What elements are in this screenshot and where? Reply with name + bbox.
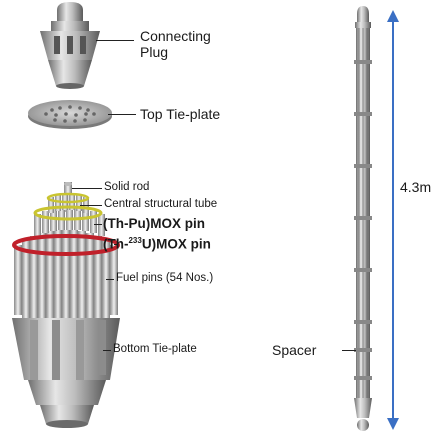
leader-fuel-pins — [106, 279, 114, 280]
leader-top-tie-plate — [108, 114, 136, 115]
thpu-mox-pin-label: (Th-Pu)MOX pin — [103, 216, 205, 231]
thu233-suffix: U)MOX pin — [141, 236, 211, 252]
leader-central-tube — [80, 205, 102, 206]
leader-bottom-tie-plate — [103, 350, 111, 351]
leader-spacer — [342, 350, 356, 351]
leader-solid-rod — [72, 188, 102, 189]
leader-thu233-pin — [114, 244, 118, 245]
thu233-mox-pin-label: (Th-233U)MOX pin — [103, 237, 211, 251]
bottom-tie-plate-label: Bottom Tie-plate — [113, 343, 197, 355]
thu233-prefix: (Th- — [103, 236, 129, 252]
fuel-pins-label: Fuel pins (54 Nos.) — [116, 272, 214, 284]
solid-rod-label: Solid rod — [104, 181, 150, 193]
connecting-plug-illustration — [40, 2, 100, 89]
connecting-plug-label-line2: Plug — [140, 44, 169, 60]
central-tube-label: Central structural tube — [104, 198, 218, 210]
top-tie-plate-illustration — [28, 100, 112, 129]
full-assembly-illustration — [354, 6, 372, 431]
top-tie-plate-label: Top Tie-plate — [140, 106, 221, 122]
leader-connecting-plug — [96, 40, 134, 41]
length-label: 4.3m — [400, 179, 432, 195]
leader-thpu-pin — [94, 224, 102, 225]
spacer-label: Spacer — [272, 342, 317, 358]
thu233-superscript: 233 — [128, 236, 142, 245]
connecting-plug-label-line1: Connecting — [140, 28, 211, 44]
